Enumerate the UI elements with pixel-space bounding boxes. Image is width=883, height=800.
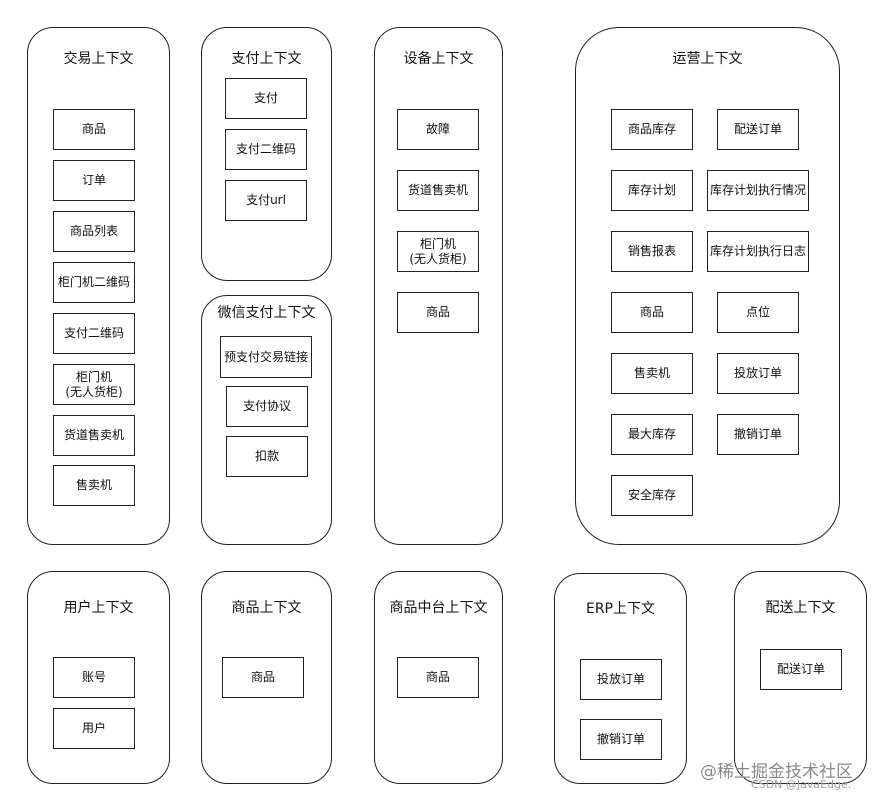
entity-box: 扣款 [226,436,308,477]
context-title: 微信支付上下文 [217,305,316,321]
context-trade: 交易上下文 商品 订单 商品列表 柜门机二维码 支付二维码 柜门机 (无人货柜)… [27,27,170,545]
entity-box: 商品 [53,109,135,150]
entity-box: 商品列表 [53,211,135,252]
entity-box: 货道售卖机 [53,415,135,456]
entity-box: 支付协议 [226,386,308,427]
context-user: 用户上下文 账号 用户 [27,571,170,784]
entity-box: 柜门机 (无人货柜) [397,231,479,272]
entity-box: 投放订单 [717,353,799,394]
entity-box: 售卖机 [611,353,693,394]
entity-box: 库存计划执行日志 [707,231,809,272]
entity-box: 售卖机 [53,465,135,506]
entity-box: 商品 [397,657,479,698]
entity-box: 预支付交易链接 [220,336,312,378]
entity-box: 库存计划执行情况 [707,170,809,211]
entity-box: 撤销订单 [580,719,662,760]
context-title: 配送上下文 [765,600,836,616]
entity-box: 配送订单 [717,109,799,150]
context-title: 商品中台上下文 [389,600,488,616]
context-goods-midplatform: 商品中台上下文 商品 [374,571,503,784]
entity-box: 柜门机二维码 [53,262,135,303]
context-goods: 商品上下文 商品 [201,571,332,784]
context-wechat-pay: 微信支付上下文 预支付交易链接 支付协议 扣款 [201,295,332,545]
context-erp: ERP上下文 投放订单 撤销订单 [554,573,687,784]
context-title: ERP上下文 [585,601,655,617]
context-delivery: 配送上下文 配送订单 [734,571,867,784]
context-title: 运营上下文 [672,51,743,67]
entity-box: 支付url [225,180,307,221]
context-title: 支付上下文 [231,51,302,67]
entity-box: 支付二维码 [53,313,135,354]
entity-box: 商品 [397,292,479,333]
entity-box: 商品库存 [611,109,693,150]
context-device: 设备上下文 故障 货道售卖机 柜门机 (无人货柜) 商品 [374,27,503,545]
entity-box: 最大库存 [611,414,693,455]
context-pay: 支付上下文 支付 支付二维码 支付url [201,27,332,281]
entity-box: 安全库存 [611,475,693,516]
entity-box: 商品 [222,657,304,698]
entity-box: 支付 [225,78,307,119]
entity-box: 货道售卖机 [397,170,479,211]
entity-box: 销售报表 [611,231,693,272]
entity-box: 用户 [53,708,135,749]
entity-box: 投放订单 [580,659,662,700]
context-title: 交易上下文 [63,51,134,67]
entity-box: 柜门机 (无人货柜) [53,364,135,405]
entity-box: 商品 [611,292,693,333]
entity-box: 订单 [53,160,135,201]
entity-box: 支付二维码 [225,129,307,170]
entity-box: 点位 [717,292,799,333]
context-title: 用户上下文 [63,600,134,616]
watermark-csdn: CSDN @JavaEdge. [751,778,852,791]
entity-box: 撤销订单 [717,414,799,455]
entity-box: 配送订单 [760,649,842,690]
entity-box: 故障 [397,109,479,150]
context-operations: 运营上下文 商品库存 配送订单 库存计划 库存计划执行情况 销售报表 库存计划执… [575,27,840,545]
entity-box: 库存计划 [611,170,693,211]
watermark-juejin: @稀土掘金技术社区 [700,762,853,782]
context-title: 设备上下文 [403,51,474,67]
context-title: 商品上下文 [231,600,302,616]
entity-box: 账号 [53,657,135,698]
